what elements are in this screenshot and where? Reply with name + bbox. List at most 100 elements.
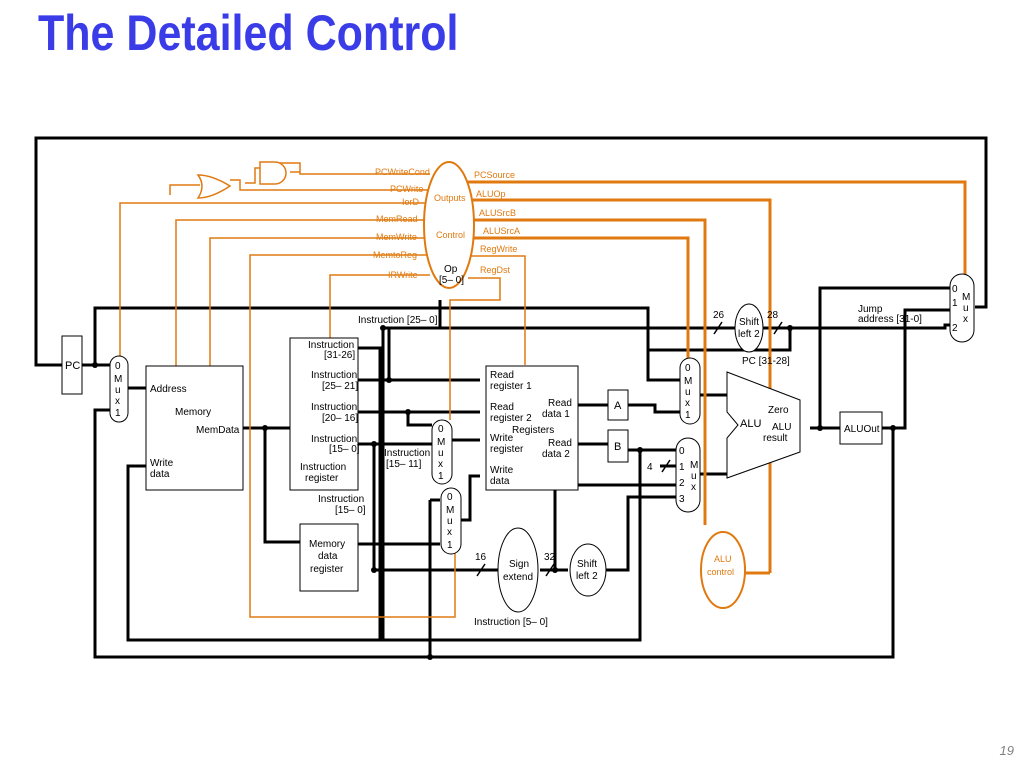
alu: ALU Zero ALU result xyxy=(726,371,801,479)
register-file: Read register 1 Read register 2 Write re… xyxy=(485,365,579,491)
svg-text:Read: Read xyxy=(548,398,572,409)
signal-regdst: RegDst xyxy=(480,265,511,275)
svg-text:u: u xyxy=(438,448,444,459)
svg-text:left 2: left 2 xyxy=(738,329,760,340)
svg-text:1: 1 xyxy=(438,471,444,482)
svg-text:u: u xyxy=(447,516,453,527)
signal-pcwrite: PCWrite xyxy=(390,184,423,194)
jump-label-a: Jump xyxy=(858,304,883,315)
svg-text:M: M xyxy=(437,437,445,448)
svg-text:M: M xyxy=(690,460,698,471)
logic-gates xyxy=(196,161,287,199)
control-wires xyxy=(119,162,967,618)
svg-text:[20– 16]: [20– 16] xyxy=(322,413,358,424)
svg-text:Instruction: Instruction xyxy=(311,434,357,445)
signal-pcwritecond: PCWriteCond xyxy=(375,167,430,177)
register-a: A xyxy=(607,389,629,421)
bus-width-marks xyxy=(476,321,783,577)
svg-text:1: 1 xyxy=(679,462,685,473)
mux-pcsource: 0 1 2 M u x xyxy=(949,273,975,343)
memory-unit: Address Memory MemData Write data xyxy=(145,365,244,491)
svg-text:Write: Write xyxy=(490,433,514,444)
svg-text:Memory: Memory xyxy=(175,407,211,418)
svg-text:M: M xyxy=(962,292,970,303)
svg-text:[31-26]: [31-26] xyxy=(324,350,355,361)
svg-text:x: x xyxy=(115,396,120,407)
svg-text:Instruction: Instruction xyxy=(311,402,357,413)
svg-text:x: x xyxy=(685,398,690,409)
svg-text:26: 26 xyxy=(713,310,725,321)
svg-text:B: B xyxy=(614,441,621,453)
instr-5-0-label: Instruction [5– 0] xyxy=(474,617,548,628)
svg-text:Address: Address xyxy=(150,384,187,395)
svg-text:Sign: Sign xyxy=(509,559,529,570)
svg-text:u: u xyxy=(685,387,691,398)
signal-pcsource: PCSource xyxy=(474,170,515,180)
mux-memtoreg: 0 M u x 1 xyxy=(440,487,462,555)
signal-regwrite: RegWrite xyxy=(480,244,517,254)
svg-text:Memory: Memory xyxy=(309,539,345,550)
svg-text:[25– 21]: [25– 21] xyxy=(322,381,358,392)
svg-text:Instruction: Instruction xyxy=(311,370,357,381)
svg-text:data 2: data 2 xyxy=(542,449,570,460)
svg-text:u: u xyxy=(963,303,969,314)
svg-text:Instruction: Instruction xyxy=(300,462,346,473)
svg-text:ALU: ALU xyxy=(714,554,732,564)
svg-text:Shift: Shift xyxy=(577,559,597,570)
memory-data-register: Memory data register xyxy=(299,523,359,592)
svg-text:register: register xyxy=(310,564,344,575)
svg-text:register 2: register 2 xyxy=(490,413,532,424)
svg-text:0: 0 xyxy=(679,446,685,457)
svg-text:x: x xyxy=(691,482,696,493)
shift-left-2-lower: Shift left 2 xyxy=(569,543,607,597)
svg-text:result: result xyxy=(763,433,788,444)
svg-text:M: M xyxy=(446,505,454,516)
pc-label: PC xyxy=(65,360,80,372)
shift-left-2-upper: Shift left 2 xyxy=(734,303,764,353)
svg-text:1: 1 xyxy=(447,540,453,551)
instr-15-0-label-a: Instruction xyxy=(318,494,364,505)
svg-text:4: 4 xyxy=(647,462,653,473)
instr-15-11-label-b: [15– 11] xyxy=(386,459,422,470)
svg-text:[15– 0]: [15– 0] xyxy=(329,444,360,455)
alu-out-register: ALUOut xyxy=(817,411,896,445)
svg-text:M: M xyxy=(114,374,122,385)
svg-text:Registers: Registers xyxy=(512,425,554,436)
pc-31-28-label: PC [31-28] xyxy=(742,356,790,367)
svg-text:Shift: Shift xyxy=(739,317,759,328)
right-control-signals: PCSource ALUOp ALUSrcB ALUSrcA RegWrite … xyxy=(474,170,520,275)
svg-text:0: 0 xyxy=(952,284,958,295)
mux-alusrcb: 0 1 2 3 M u x xyxy=(675,437,701,513)
instr-15-0-label-b: [15– 0] xyxy=(335,505,366,516)
svg-text:Instruction: Instruction xyxy=(308,340,354,351)
signal-aluop: ALUOp xyxy=(476,189,506,199)
alu-control: ALU control xyxy=(700,531,746,609)
svg-text:0: 0 xyxy=(447,492,453,503)
svg-text:register 1: register 1 xyxy=(490,381,532,392)
svg-text:2: 2 xyxy=(679,478,685,489)
svg-text:register: register xyxy=(490,444,524,455)
signal-memwrite: MemWrite xyxy=(376,232,417,242)
register-b: B xyxy=(607,429,629,463)
svg-text:x: x xyxy=(447,527,452,538)
signal-iord: IorD xyxy=(402,197,420,207)
svg-text:data: data xyxy=(150,469,170,480)
misc-labels: Instruction [25– 0] Instruction [15– 11]… xyxy=(318,304,922,628)
svg-text:1: 1 xyxy=(115,408,121,419)
svg-text:2: 2 xyxy=(952,323,958,334)
signal-alusrca: ALUSrcA xyxy=(483,226,520,236)
svg-text:0: 0 xyxy=(685,363,691,374)
control-label: Control xyxy=(436,230,465,240)
svg-text:Read: Read xyxy=(490,402,514,413)
svg-text:A: A xyxy=(614,400,622,412)
svg-text:data: data xyxy=(318,551,338,562)
control-op-label: Op xyxy=(444,264,458,275)
svg-text:data 1: data 1 xyxy=(542,409,570,420)
and-gate xyxy=(259,161,287,185)
svg-text:ALU: ALU xyxy=(740,418,761,430)
svg-text:Read: Read xyxy=(548,438,572,449)
svg-text:3: 3 xyxy=(679,494,685,505)
svg-text:16: 16 xyxy=(475,552,487,563)
svg-text:Write: Write xyxy=(490,465,514,476)
